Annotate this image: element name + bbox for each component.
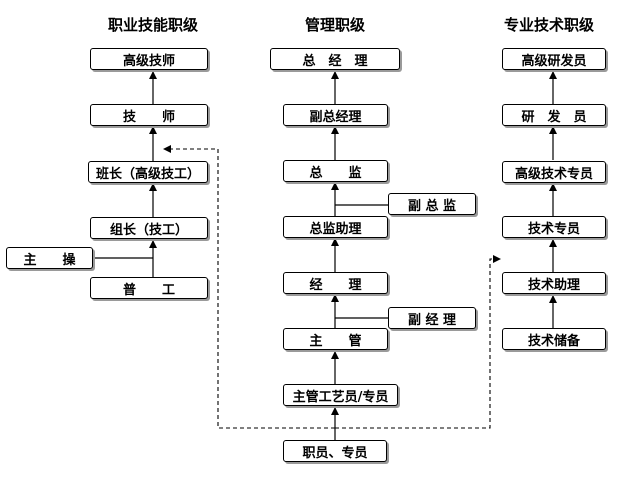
skill-column-title: 职业技能职级 (107, 16, 198, 34)
management-column-title: 管理职级 (304, 16, 365, 34)
node-deputy-manager[interactable]: 副 经 理 (388, 307, 476, 329)
node-process-supervisor[interactable]: 主管工艺员/专员 (283, 384, 398, 406)
node-senior-researcher[interactable]: 高级研发员 (502, 48, 606, 70)
node-researcher[interactable]: 研 发 员 (502, 104, 606, 126)
node-technician[interactable]: 技 师 (90, 104, 208, 126)
dashed-path-to-technician (163, 145, 335, 429)
node-senior-technician[interactable]: 高级技师 (90, 48, 208, 70)
node-tech-assistant[interactable]: 技术助理 (502, 272, 606, 294)
technical-column-title: 专业技术职级 (503, 16, 594, 34)
node-director-assistant[interactable]: 总监助理 (283, 216, 388, 238)
node-senior-tech-specialist[interactable]: 高级技术专员 (502, 161, 606, 183)
node-supervisor[interactable]: 主 管 (283, 328, 388, 350)
node-group-leader[interactable]: 组长（技工） (90, 217, 208, 239)
dashed-path-to-tech-assistant (335, 255, 501, 429)
node-tech-reserve[interactable]: 技术储备 (502, 328, 606, 350)
node-manager[interactable]: 经 理 (283, 272, 388, 294)
node-team-leader[interactable]: 班长（高级技工） (88, 161, 208, 183)
node-director[interactable]: 总 监 (283, 160, 388, 182)
node-staff[interactable]: 职员、专员 (283, 440, 387, 462)
node-deputy-general-manager[interactable]: 副总经理 (283, 104, 388, 126)
node-general-manager[interactable]: 总 经 理 (270, 48, 400, 70)
node-general-worker[interactable]: 普 工 (90, 277, 208, 299)
node-tech-specialist[interactable]: 技术专员 (502, 216, 606, 238)
node-operator[interactable]: 主 操 (6, 247, 93, 269)
node-deputy-director[interactable]: 副 总 监 (388, 193, 476, 215)
